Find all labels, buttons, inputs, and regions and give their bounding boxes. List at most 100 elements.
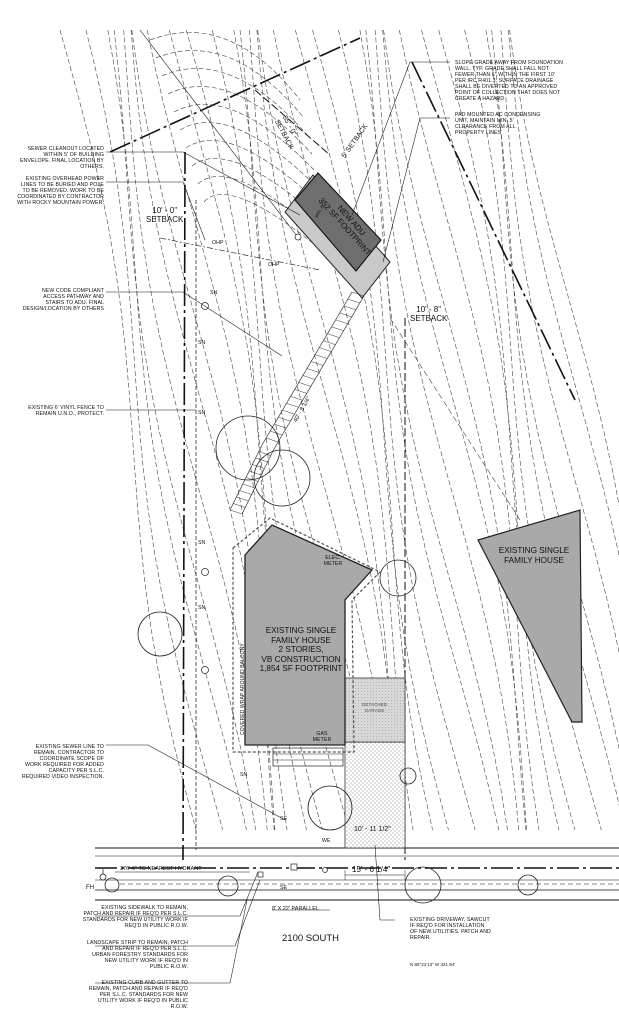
label-fh: FH bbox=[86, 885, 95, 891]
contour-line bbox=[179, 122, 321, 191]
existing-house-neighbor bbox=[477, 509, 583, 723]
note-overhead-power: EXISTING OVERHEAD POWER LINES TO BE BURI… bbox=[17, 176, 104, 206]
label-sn-3: SN bbox=[198, 410, 206, 416]
label-street: 2100 SOUTH bbox=[282, 933, 340, 944]
contour-line bbox=[338, 29, 476, 831]
note-ac-unit: PAD MOUNTED AC CONDENSING UNIT, MAINTAIN… bbox=[455, 112, 541, 136]
stair-tick bbox=[298, 382, 311, 387]
contour-line bbox=[383, 29, 527, 831]
label-sn-5: SN bbox=[198, 605, 206, 611]
contour-line bbox=[359, 29, 500, 831]
contour-line bbox=[382, 29, 527, 831]
contour-line bbox=[295, 29, 433, 831]
label-elec-meter: ELEC. METER bbox=[323, 555, 343, 567]
tree-canopy bbox=[404, 866, 442, 904]
neighbor-lot-line bbox=[389, 317, 521, 521]
pathway-stair-ticks bbox=[229, 291, 365, 515]
tree-canopy bbox=[517, 874, 539, 896]
label-ohp-2: OHP bbox=[268, 262, 280, 268]
contour-line bbox=[161, 68, 309, 137]
ohp-line bbox=[159, 237, 321, 271]
stair-tick bbox=[335, 319, 348, 325]
detached-garage bbox=[344, 677, 406, 743]
note-sidewalk: EXISTING SIDEWALK TO REMAIN, PATCH AND R… bbox=[82, 905, 188, 929]
note-slope-grade: SLOPE GRADE AWAY FROM FOUNDATION WALL, T… bbox=[455, 60, 564, 102]
contour-line bbox=[491, 29, 619, 750]
dim-setback-right: 10' - 8" SETBACK bbox=[410, 305, 448, 323]
tree-canopy bbox=[104, 877, 120, 893]
contour-line bbox=[85, 29, 223, 831]
stair-tick bbox=[286, 403, 299, 408]
dim-bearing: N 89°21'13" W 421.94' bbox=[410, 962, 456, 967]
tree-canopy bbox=[379, 559, 417, 597]
tree-canopy bbox=[399, 767, 417, 785]
setback-line-top bbox=[254, 89, 331, 156]
stair-tick bbox=[339, 312, 352, 318]
label-se-2: SE bbox=[280, 885, 288, 891]
front-steps bbox=[272, 747, 344, 767]
contour-line bbox=[257, 29, 401, 831]
label-sn-6: SN bbox=[240, 772, 248, 778]
tree-canopy bbox=[253, 449, 311, 507]
utility-markers bbox=[201, 233, 328, 878]
trees bbox=[104, 415, 539, 904]
note-access-pathway: NEW CODE COMPLIANT ACCESS PATHWAY AND ST… bbox=[22, 288, 104, 312]
contour-line bbox=[374, 29, 520, 831]
label-garage: DETACHED GARAGE bbox=[362, 702, 388, 713]
label-se: SE bbox=[280, 816, 288, 822]
contour-line bbox=[197, 176, 333, 245]
stair-tick bbox=[274, 423, 287, 429]
contour-line bbox=[59, 29, 197, 831]
contour-line bbox=[146, 29, 288, 831]
label-sn-2: SN bbox=[198, 340, 206, 346]
tree-canopy bbox=[217, 875, 239, 897]
lot-line-left bbox=[182, 151, 186, 861]
stair-tick bbox=[319, 347, 332, 352]
contour-line bbox=[113, 29, 256, 831]
stair-tick bbox=[347, 298, 360, 304]
label-gas-meter: GAS METER bbox=[312, 731, 332, 743]
fire-hydrant-symbol bbox=[99, 869, 107, 881]
contour-line bbox=[249, 29, 394, 831]
contour-line bbox=[107, 29, 247, 831]
street-lines bbox=[95, 847, 619, 901]
note-curb-gutter: EXISTING CURB AND GUTTER TO REMAIN, PATC… bbox=[88, 980, 188, 1010]
stair-tick bbox=[258, 451, 271, 456]
stair-tick bbox=[266, 437, 279, 443]
tree-canopy bbox=[137, 611, 183, 657]
dim-setback-left: 10' - 0" SETBACK bbox=[146, 206, 184, 224]
stair-tick bbox=[323, 340, 336, 345]
stair-tick bbox=[311, 361, 324, 366]
stair-tick bbox=[331, 326, 344, 332]
label-sn-4: SN bbox=[198, 540, 206, 546]
tree-canopy bbox=[307, 785, 353, 831]
adu-footprint bbox=[284, 172, 391, 299]
stair-tick bbox=[252, 464, 265, 469]
stair-tick bbox=[327, 333, 340, 338]
contour-line bbox=[365, 29, 508, 831]
existing-house-main bbox=[244, 524, 374, 746]
lot-line-top bbox=[109, 37, 361, 153]
stair-tick bbox=[233, 503, 246, 508]
tree-canopy bbox=[215, 415, 281, 481]
balcony-outline bbox=[232, 517, 382, 753]
note-sewer-cleanout: SEWER CLEANOUT LOCATED WITHIN 5' OF BUIL… bbox=[20, 146, 104, 170]
label-house-main: EXISTING SINGLE FAMILY HOUSE 2 STORIES, … bbox=[259, 626, 343, 673]
label-sn-1: SN bbox=[210, 290, 218, 296]
stair-tick bbox=[351, 291, 365, 297]
label-ohp-1: OHP bbox=[212, 240, 224, 246]
contour-line bbox=[123, 29, 268, 831]
stair-tick bbox=[278, 416, 291, 422]
note-driveway: EXISTING DRIVEWAY, SAWCUT IF REQ'D FOR I… bbox=[410, 917, 491, 941]
dim-frontage: 15' - 6 1/4" bbox=[352, 865, 391, 874]
contour-line bbox=[130, 29, 276, 831]
stair-tick bbox=[239, 490, 252, 495]
step-lines bbox=[273, 753, 343, 761]
stair-tick bbox=[315, 354, 328, 359]
overhead-line-diag bbox=[139, 29, 301, 241]
stair-tick bbox=[282, 409, 295, 415]
frontage-dim-line bbox=[115, 870, 406, 880]
stair-tick bbox=[343, 305, 356, 311]
dim-hydrant: 376'-0" TO NEAREST HYDRANT bbox=[120, 866, 202, 872]
